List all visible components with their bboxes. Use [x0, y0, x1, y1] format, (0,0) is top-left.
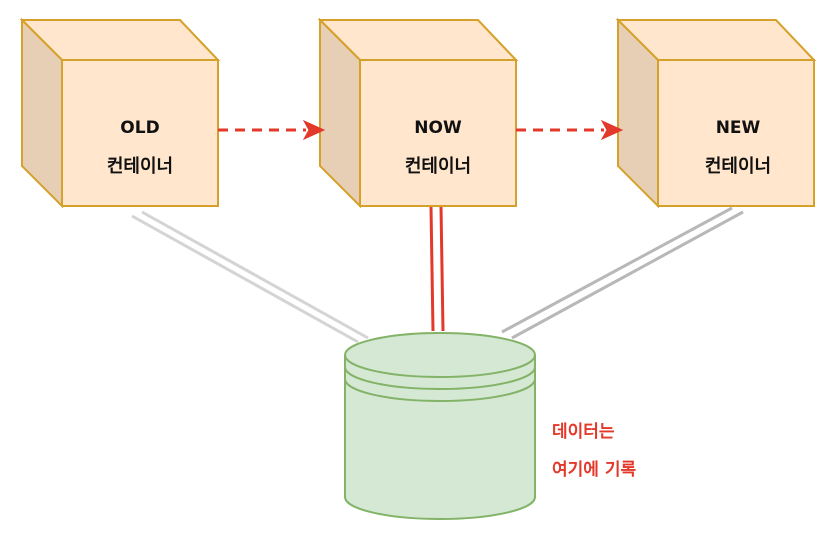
new-container-box: NEW 컨테이너 [615, 17, 817, 209]
old-to-now-arrowhead [302, 119, 326, 141]
storage-note-line-1: 데이터는 [552, 422, 615, 442]
old-container-title: OLD [120, 118, 159, 138]
old-container-box: OLD 컨테이너 [19, 17, 221, 209]
now-storage-link [429, 206, 445, 332]
new-container-subtitle: 컨테이너 [705, 156, 771, 177]
now-to-new-arrowhead [600, 119, 624, 141]
storage-cylinder-body [344, 355, 536, 520]
storage-database-icon [344, 332, 536, 520]
now-to-new-arrow [516, 119, 624, 141]
storage-cylinder-top [344, 332, 536, 378]
storage-cylinder-ring-2 [344, 378, 536, 402]
now-container-front-face [359, 59, 517, 207]
now-container-title: NOW [414, 118, 462, 138]
old-container-subtitle: 컨테이너 [107, 156, 173, 177]
old-storage-link [131, 210, 369, 344]
new-storage-link [501, 206, 744, 340]
new-container-title: NEW [716, 118, 761, 138]
now-container-box: NOW 컨테이너 [317, 17, 519, 209]
storage-cylinder-ring-1 [344, 366, 536, 390]
old-to-now-arrow [218, 119, 326, 141]
storage-note-line-2: 여기에 기록 [552, 460, 636, 480]
now-container-subtitle: 컨테이너 [405, 156, 471, 177]
old-container-front-face [61, 59, 219, 207]
new-container-front-face [657, 59, 815, 207]
